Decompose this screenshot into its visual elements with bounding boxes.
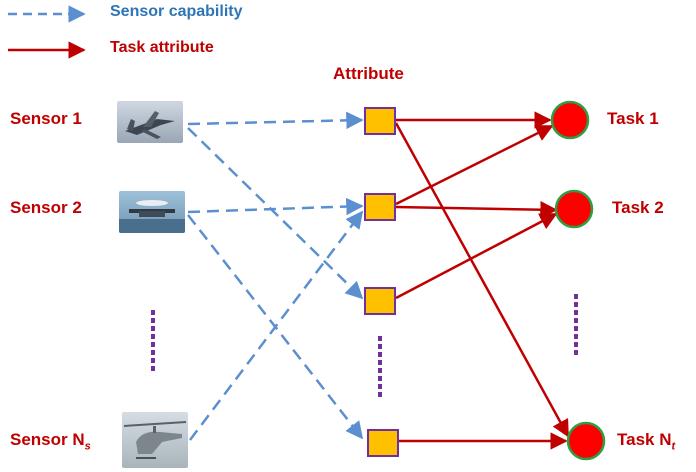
edge-a1-tn (394, 122, 570, 438)
sensor-label-1: Sensor 1 (10, 109, 82, 128)
task-label-1: Task 1 (607, 109, 659, 128)
edge-a2-t1 (395, 124, 554, 206)
edge-s1-a3 (187, 127, 364, 300)
sensor-label-n: Sensor Ns (10, 430, 91, 452)
attribute-node-3 (364, 287, 396, 315)
sensor-label-n-text: Sensor N (10, 430, 85, 449)
task-node-2 (554, 189, 594, 229)
edge-a3-t2 (395, 212, 558, 300)
attribute-node-1 (364, 107, 396, 135)
attribute-node-2 (364, 193, 396, 221)
task-label-n-text: Task N (617, 430, 672, 449)
task-edges (394, 111, 570, 450)
helicopter-icon (122, 412, 188, 468)
edge-s2-a2 (187, 197, 364, 216)
sensor-ellipsis (151, 310, 155, 374)
task-node-1 (550, 100, 590, 140)
task-ellipsis (574, 294, 578, 358)
attribute-column-title: Attribute (333, 64, 404, 83)
edge-sn-a2 (189, 210, 364, 441)
edge-a2-t2 (395, 200, 558, 219)
attribute-ellipsis (378, 336, 382, 400)
task-label-n: Task Nt (617, 430, 675, 452)
awacs-aircraft-icon (119, 191, 185, 233)
task-label-n-sub: t (671, 440, 676, 453)
task-nodes (550, 100, 606, 461)
sensor-label-n-sub: s (84, 440, 91, 453)
legend-capability-label: Sensor capability (110, 3, 243, 20)
attribute-nodes (364, 107, 399, 457)
capability-edges (187, 111, 364, 441)
task-node-n (566, 421, 606, 461)
edge-s1-a1 (187, 111, 364, 130)
legend-attribute-label: Task attribute (110, 39, 214, 56)
attribute-node-4 (367, 429, 399, 457)
jet-aircraft-icon (117, 101, 183, 143)
task-label-2: Task 2 (612, 198, 664, 217)
sensor-label-2: Sensor 2 (10, 198, 82, 217)
